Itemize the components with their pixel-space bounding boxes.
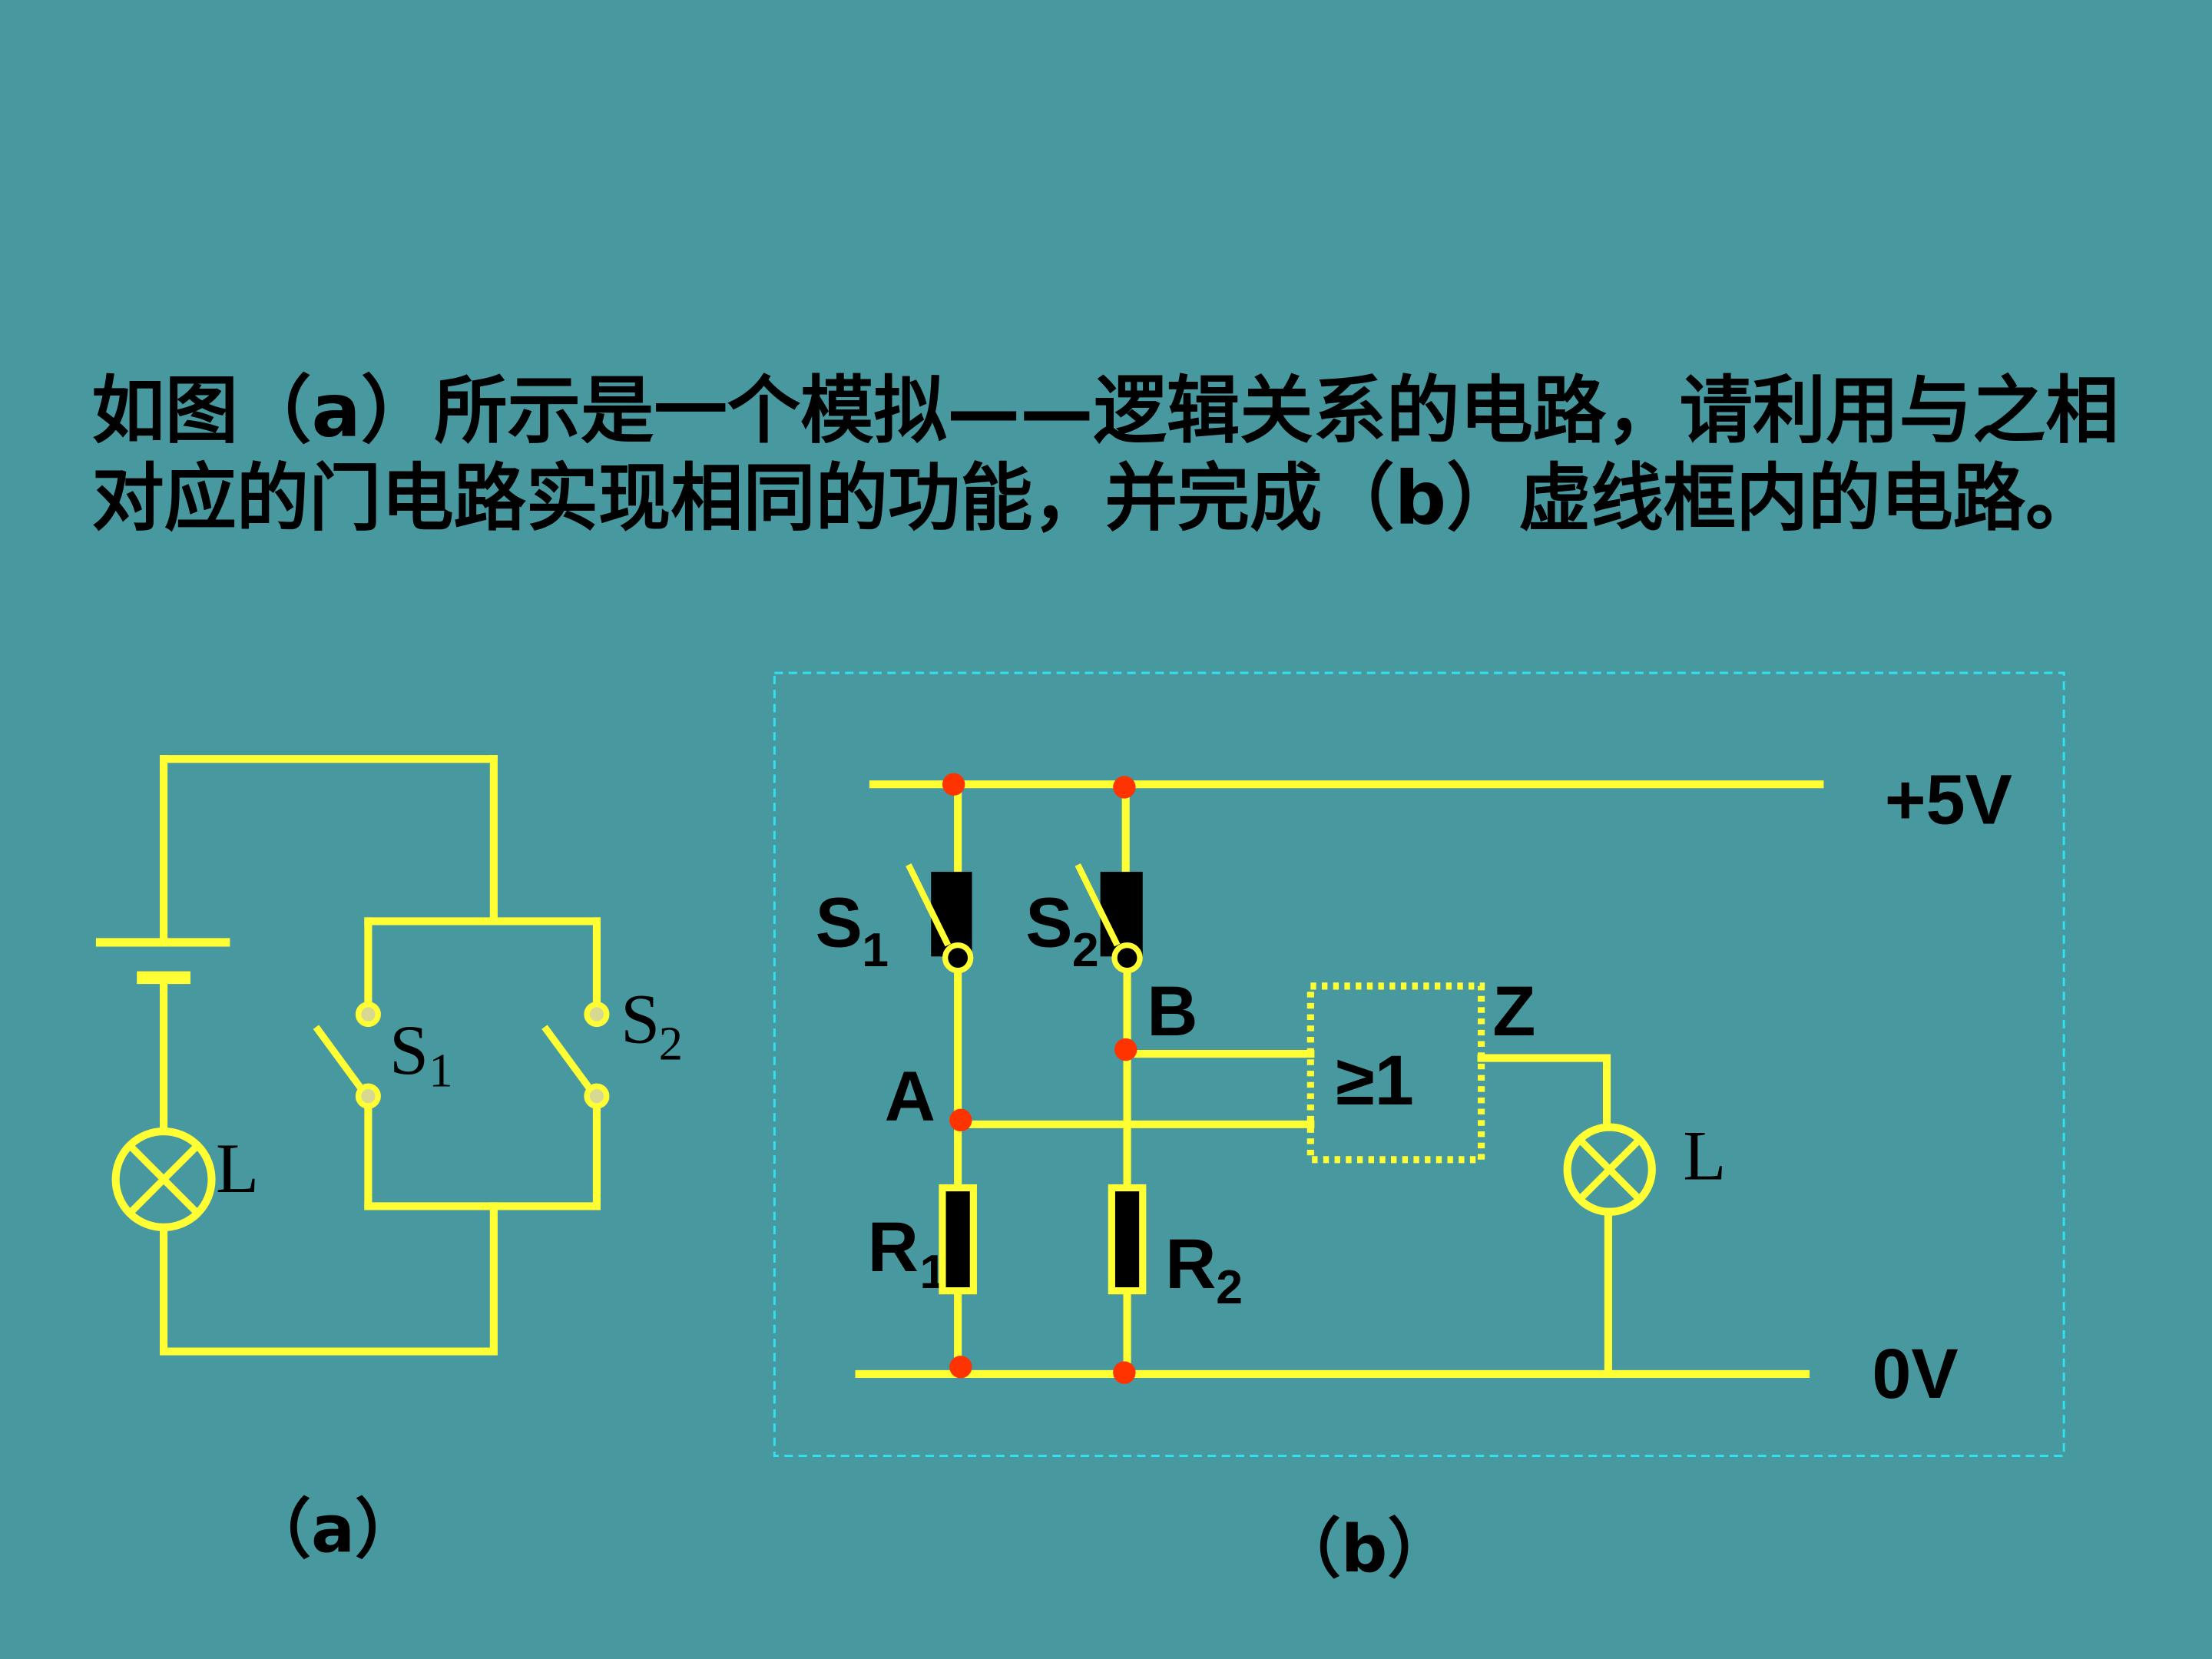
junction-dot-icon [1114, 1038, 1137, 1061]
gate-box-icon [1306, 982, 1485, 1164]
answer-frame-dashed [773, 671, 2065, 1457]
switch-s2-label-sub: 2 [1072, 923, 1099, 977]
output-z-label: Z [1492, 972, 1535, 1051]
resistor-icon [1108, 1184, 1147, 1295]
junction-dot-icon [1113, 1361, 1136, 1384]
resistor-r1-label-main: R [868, 1208, 919, 1286]
lamp-circle [1563, 1123, 1656, 1216]
switch-icon [1075, 863, 1143, 974]
lamp-cross-2 [127, 1143, 200, 1216]
switch-s1-label: S 1 [389, 1011, 453, 1098]
switch-s1-terminal-bottom [355, 1083, 381, 1109]
gate-symbol: ≥1 [1336, 1041, 1413, 1120]
switch-s1-lever [313, 1025, 366, 1093]
resistor-r2-label: R 2 [1165, 1225, 1243, 1314]
resistor-r2-label-main: R [1165, 1225, 1216, 1303]
switch-s2-label-sub: 2 [659, 1016, 683, 1070]
resistor-r2-label-sub: 2 [1216, 1260, 1243, 1314]
switch-s2-label: S 2 [1025, 883, 1098, 977]
junction-dot-icon [949, 1356, 972, 1379]
switch-s1-label-main: S [389, 1011, 429, 1089]
node-a-label: A [885, 1057, 935, 1135]
switch-s2-terminal [1111, 942, 1143, 974]
lamp-icon [1563, 1123, 1656, 1216]
switch-s1-terminal [942, 942, 974, 974]
resistor-r1-label: R 1 [868, 1208, 947, 1299]
lamp-label: L [216, 1129, 259, 1207]
switch-icon [541, 1002, 610, 1109]
switch-s1-label-sub: 1 [429, 1043, 452, 1097]
lamp-label: L [1683, 1117, 1726, 1195]
junction-dot-icon [942, 773, 965, 796]
figure-a-circuit: S 1 S 2 L （a） [95, 755, 683, 1567]
switch-s2-label-main: S [1025, 883, 1072, 962]
question-line-2: 对应的门电路实现相同的功能，并完成（b）虚线框内的电路。 [91, 455, 2098, 541]
switch-s1-label: S 1 [816, 883, 889, 977]
switch-s1-contact-block [931, 872, 972, 957]
switch-s2-lever [1075, 863, 1121, 947]
wire-left-lower [160, 1202, 498, 1356]
figure-b-wires [855, 780, 1824, 1379]
figure-b-labels: +5V 0V S 1 S 2 B Z A ≥1 R 1 R 2 L （b） [816, 761, 2012, 1587]
wire-gate-output [1477, 1054, 1611, 1131]
lamp-cross-2 [1577, 1137, 1642, 1202]
switch-s2-contact-block [1100, 872, 1143, 957]
figure-a-wires [160, 755, 601, 1356]
junction-dots [942, 773, 1137, 1384]
lamp-circle [111, 1128, 216, 1232]
resistor-icon [939, 1184, 977, 1295]
switch-icon [313, 1002, 381, 1109]
figure-b-caption: （b） [1276, 1512, 1452, 1587]
switch-s1-label-sub: 1 [862, 923, 889, 977]
node-b-label: B [1147, 972, 1197, 1051]
switch-s2-label: S 2 [621, 979, 683, 1070]
figure-a-caption: （a） [246, 1492, 419, 1567]
battery-icon [95, 938, 230, 985]
rail-positive-label: +5V [1885, 761, 2012, 839]
switch-s1-lever [906, 863, 951, 947]
question-line-1: 如图（a）所示是一个模拟——逻辑关系的电路，请利用与之相 [91, 368, 2118, 454]
switch-s2-lever [541, 1025, 594, 1093]
lamp-icon [111, 1128, 216, 1232]
figure-a-labels: S 1 S 2 L （a） [216, 979, 683, 1567]
question-text: 如图（a）所示是一个模拟——逻辑关系的电路，请利用与之相 对应的门电路实现相同的… [91, 368, 2118, 541]
junction-dot-icon [1113, 776, 1136, 799]
junction-dot-icon [949, 1108, 972, 1132]
switch-s2-terminal-top [584, 1002, 610, 1028]
rail-ground-label: 0V [1872, 1335, 1958, 1413]
switch-s1-terminal-top [355, 1002, 381, 1028]
switch-s2-label-main: S [621, 979, 660, 1058]
switch-icon [906, 863, 974, 974]
switch-s1-label-main: S [816, 883, 863, 962]
switch-s2-terminal-bottom [584, 1083, 610, 1109]
figure-b-circuit: +5V 0V S 1 S 2 B Z A ≥1 R 1 R 2 L （b） [773, 671, 2065, 1587]
